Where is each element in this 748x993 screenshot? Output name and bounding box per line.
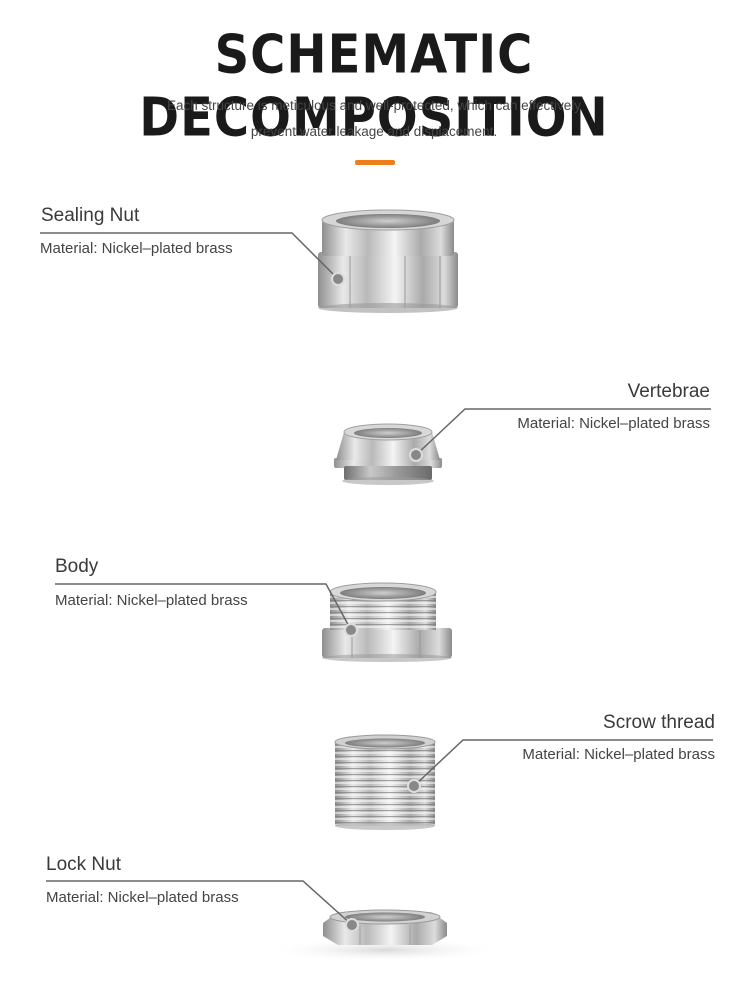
screw-thread-material: Material: Nickel–plated brass — [522, 746, 715, 763]
sealing-nut-callout — [40, 232, 345, 286]
vertebrae-callout — [409, 408, 711, 462]
body-label: Body — [55, 556, 99, 577]
body-material: Material: Nickel–plated brass — [55, 592, 248, 609]
vertebrae-material: Material: Nickel–plated brass — [517, 415, 710, 432]
sealing-nut-label: Sealing Nut — [41, 205, 140, 226]
lock-nut-image — [265, 909, 505, 962]
screw-thread-callout — [407, 739, 713, 793]
sealing-nut-material: Material: Nickel–plated brass — [40, 240, 233, 257]
vertebrae-label: Vertebrae — [627, 381, 710, 402]
accent-divider — [355, 160, 395, 165]
body-callout — [55, 583, 358, 637]
screw-thread-label: Scrow thread — [603, 712, 715, 733]
body-image — [322, 582, 452, 662]
vertebrae-image — [334, 423, 442, 485]
page-title: SCHEMATIC DECOMPOSITION — [139, 23, 609, 149]
subtitle-line-2: prevent water leakage and displacement. — [250, 124, 498, 139]
lock-nut-label: Lock Nut — [46, 854, 121, 875]
sealing-nut-image — [318, 209, 458, 313]
subtitle-line-1: Each structure is meticulous and well-pr… — [167, 98, 581, 113]
lock-nut-material: Material: Nickel–plated brass — [46, 889, 239, 906]
lock-nut-callout — [46, 880, 359, 932]
